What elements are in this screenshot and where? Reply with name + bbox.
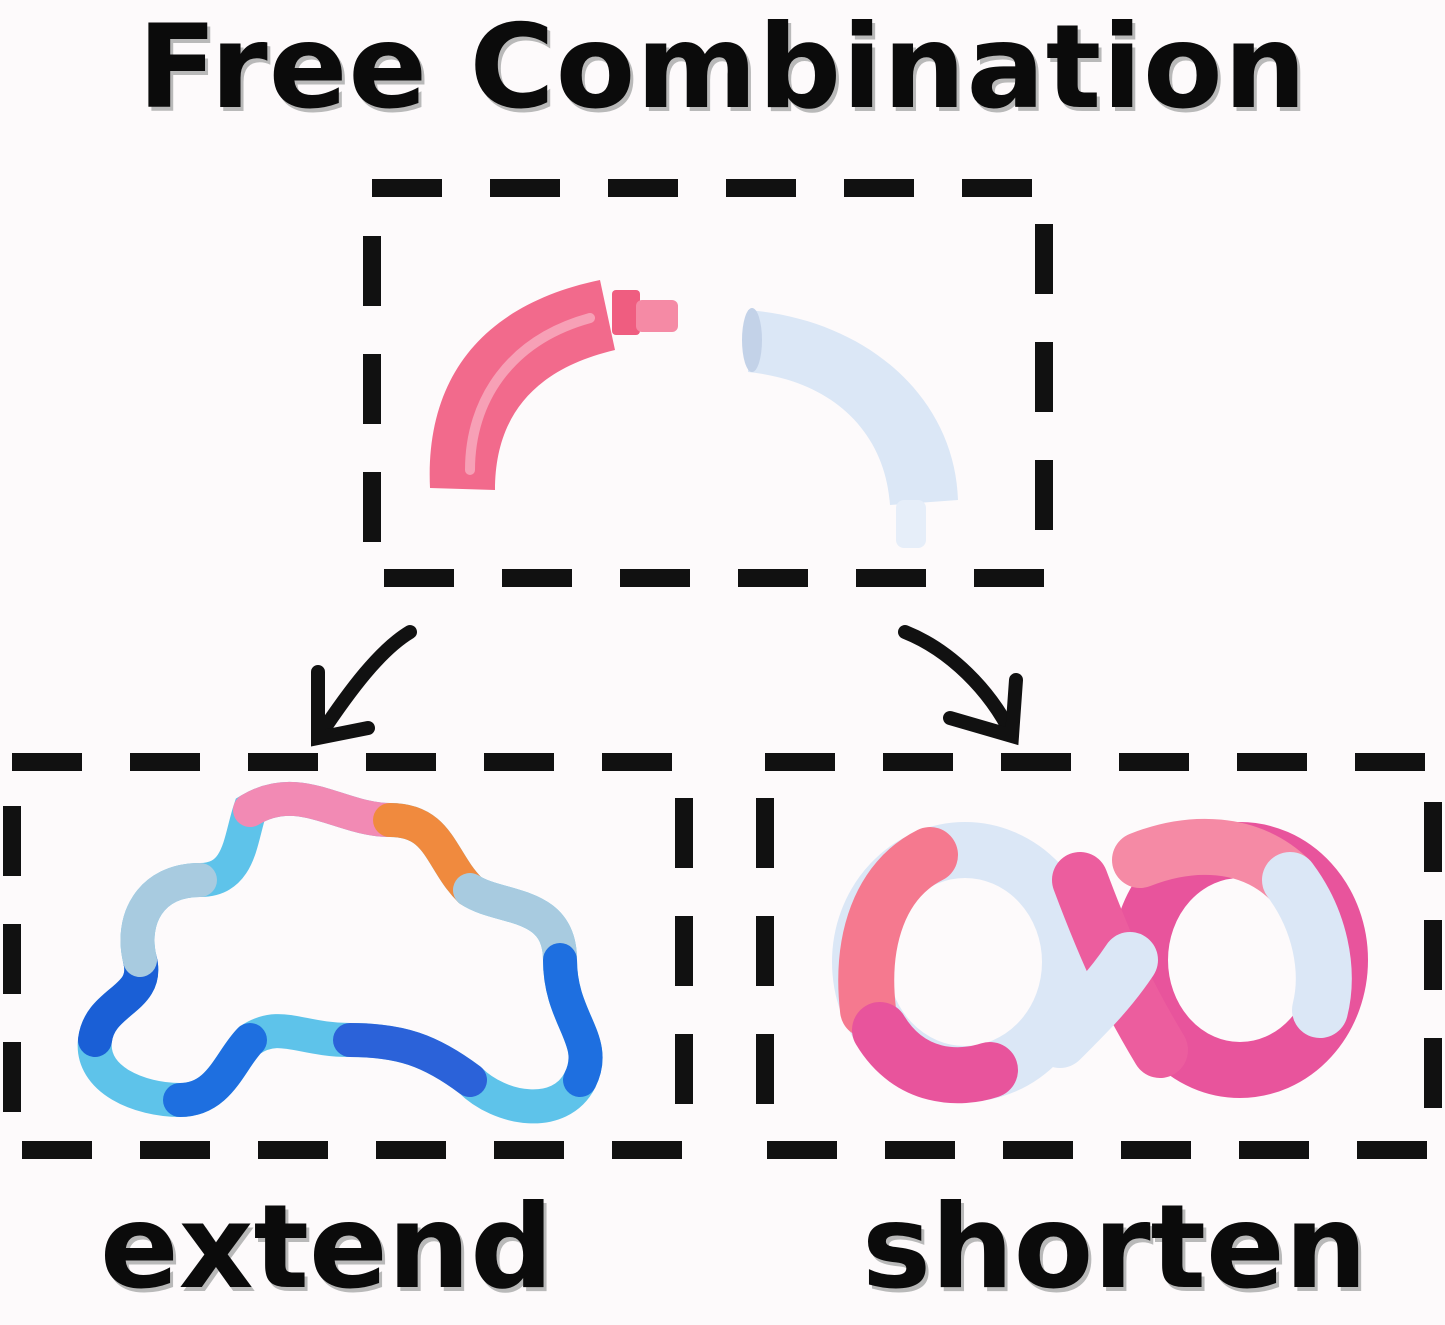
left-dashed-frame — [3, 753, 693, 1159]
right-dashed-frame — [756, 753, 1442, 1159]
pink-piece — [429, 280, 678, 490]
title: Free Combination — [137, 0, 1308, 135]
caption-shorten: shorten — [862, 1180, 1368, 1315]
infinity-loop — [832, 818, 1368, 1104]
wavy-loop — [77, 781, 603, 1124]
caption-extend: extend — [100, 1180, 554, 1315]
arrow-right — [898, 625, 1023, 746]
white-piece — [742, 308, 958, 548]
arrow-left — [311, 625, 417, 747]
top-dashed-frame — [363, 179, 1053, 587]
